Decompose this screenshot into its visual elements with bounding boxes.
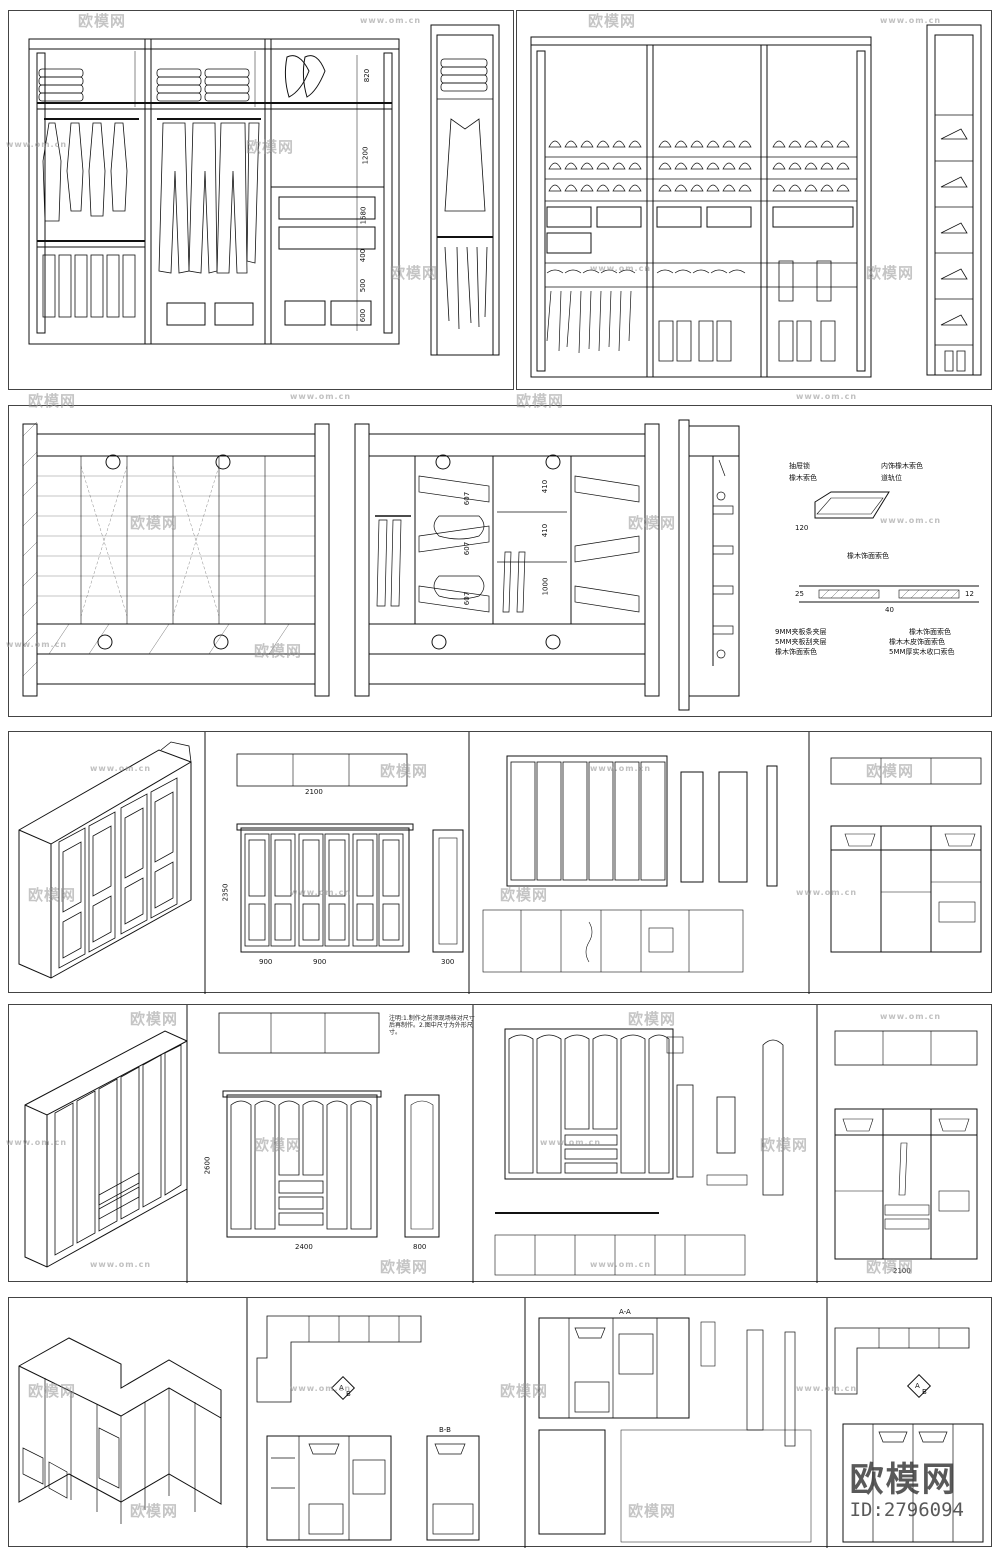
panel-row5: A B A B A-A B-B <box>8 1297 992 1548</box>
drawer-label: 5MM夹板刮夹层 <box>775 638 827 646</box>
drawer-label: 橡木饰面索色 <box>909 628 951 636</box>
drawer-label: 内饰橡木索色 <box>881 462 923 470</box>
plan-marker-a: A <box>915 1382 920 1390</box>
shelf-dim: 607 <box>463 541 472 556</box>
wardrobe-set-a-drawings <box>18 732 982 994</box>
section-label: B-B <box>439 1426 451 1434</box>
drawer-label: 5MM厚实木收口索色 <box>889 648 955 656</box>
plan-marker-b: B <box>922 1388 927 1396</box>
brand-name: 欧模网 <box>849 1460 958 1500</box>
drawer-label: 橡木索色 <box>789 474 817 482</box>
dim-part: 300 <box>441 958 455 966</box>
dim-width: 2100 <box>305 788 323 796</box>
corner-wardrobe-drawings <box>18 1298 984 1548</box>
panel-row1-right <box>516 10 992 390</box>
drawer-label: 抽屉锁 <box>789 462 810 470</box>
dim-1200: 1200 <box>361 146 370 165</box>
dim-height: 2600 <box>203 1156 212 1175</box>
dim-part: 800 <box>413 1243 427 1251</box>
construction-note: 注明:1.制作之前须现场核对尺寸后再制作。2.图中尺寸为外形尺寸。 <box>389 1015 475 1036</box>
panel-row2: 607 607 607 410 410 1000 抽屉锁 橡木索色 内饰橡木索色… <box>8 405 992 717</box>
dim-820: 820 <box>363 68 372 83</box>
panel-row1-left: 820 1200 1680 400 500 600 <box>8 10 514 390</box>
shelf-dim: 410 <box>541 523 550 538</box>
plan-marker-a: A <box>339 1384 344 1392</box>
dim-500: 500 <box>359 278 368 293</box>
dim-part: 900 <box>313 958 327 966</box>
brand-id: ID:2796094 <box>849 1499 964 1521</box>
shelf-dim: 1000 <box>541 577 550 596</box>
drawer-dim: 40 <box>885 606 894 614</box>
drawer-label: 9MM夹板条夹层 <box>775 628 827 636</box>
shelf-dim: 607 <box>463 591 472 606</box>
section-label: A-A <box>619 1308 631 1316</box>
brand-mark: 欧模网 ID:2796094 <box>850 1461 964 1521</box>
drawer-label: 橡木饰面索色 <box>775 648 817 656</box>
shoe-cabinet-elevation <box>530 24 982 378</box>
watermark-url: www.om.cn <box>290 392 352 401</box>
drawer-dim: 120 <box>795 524 809 532</box>
shelf-dim: 607 <box>463 491 472 506</box>
dim-width: 2400 <box>295 1243 313 1251</box>
drawer-label: 橡木木皮饰面索色 <box>889 638 945 646</box>
plan-marker-b: B <box>346 1390 351 1398</box>
panel-row3: 2100 2350 900 900 300 <box>8 731 992 994</box>
drawer-label: 橡木饰面索色 <box>847 552 889 560</box>
dim-part: 900 <box>259 958 273 966</box>
dim-400: 400 <box>359 248 368 263</box>
watermark-url: www.om.cn <box>796 392 858 401</box>
wardrobe-set-b-drawings <box>24 1005 978 1283</box>
dim-600: 600 <box>359 308 368 323</box>
dim-width: 2100 <box>893 1267 911 1275</box>
drawer-label: 道轨位 <box>881 474 902 482</box>
wardrobe-interior-elevation <box>28 24 500 356</box>
drawer-dim: 25 <box>795 590 804 598</box>
drawer-dim: 12 <box>965 590 974 598</box>
wardrobe-sliding-door-elevations <box>22 419 979 711</box>
panel-row4: 注明:1.制作之前须现场核对尺寸后再制作。2.图中尺寸为外形尺寸。 2600 2… <box>8 1004 992 1283</box>
shelf-dim: 410 <box>541 479 550 494</box>
dim-height: 2350 <box>221 883 230 902</box>
dim-1680: 1680 <box>359 206 368 225</box>
